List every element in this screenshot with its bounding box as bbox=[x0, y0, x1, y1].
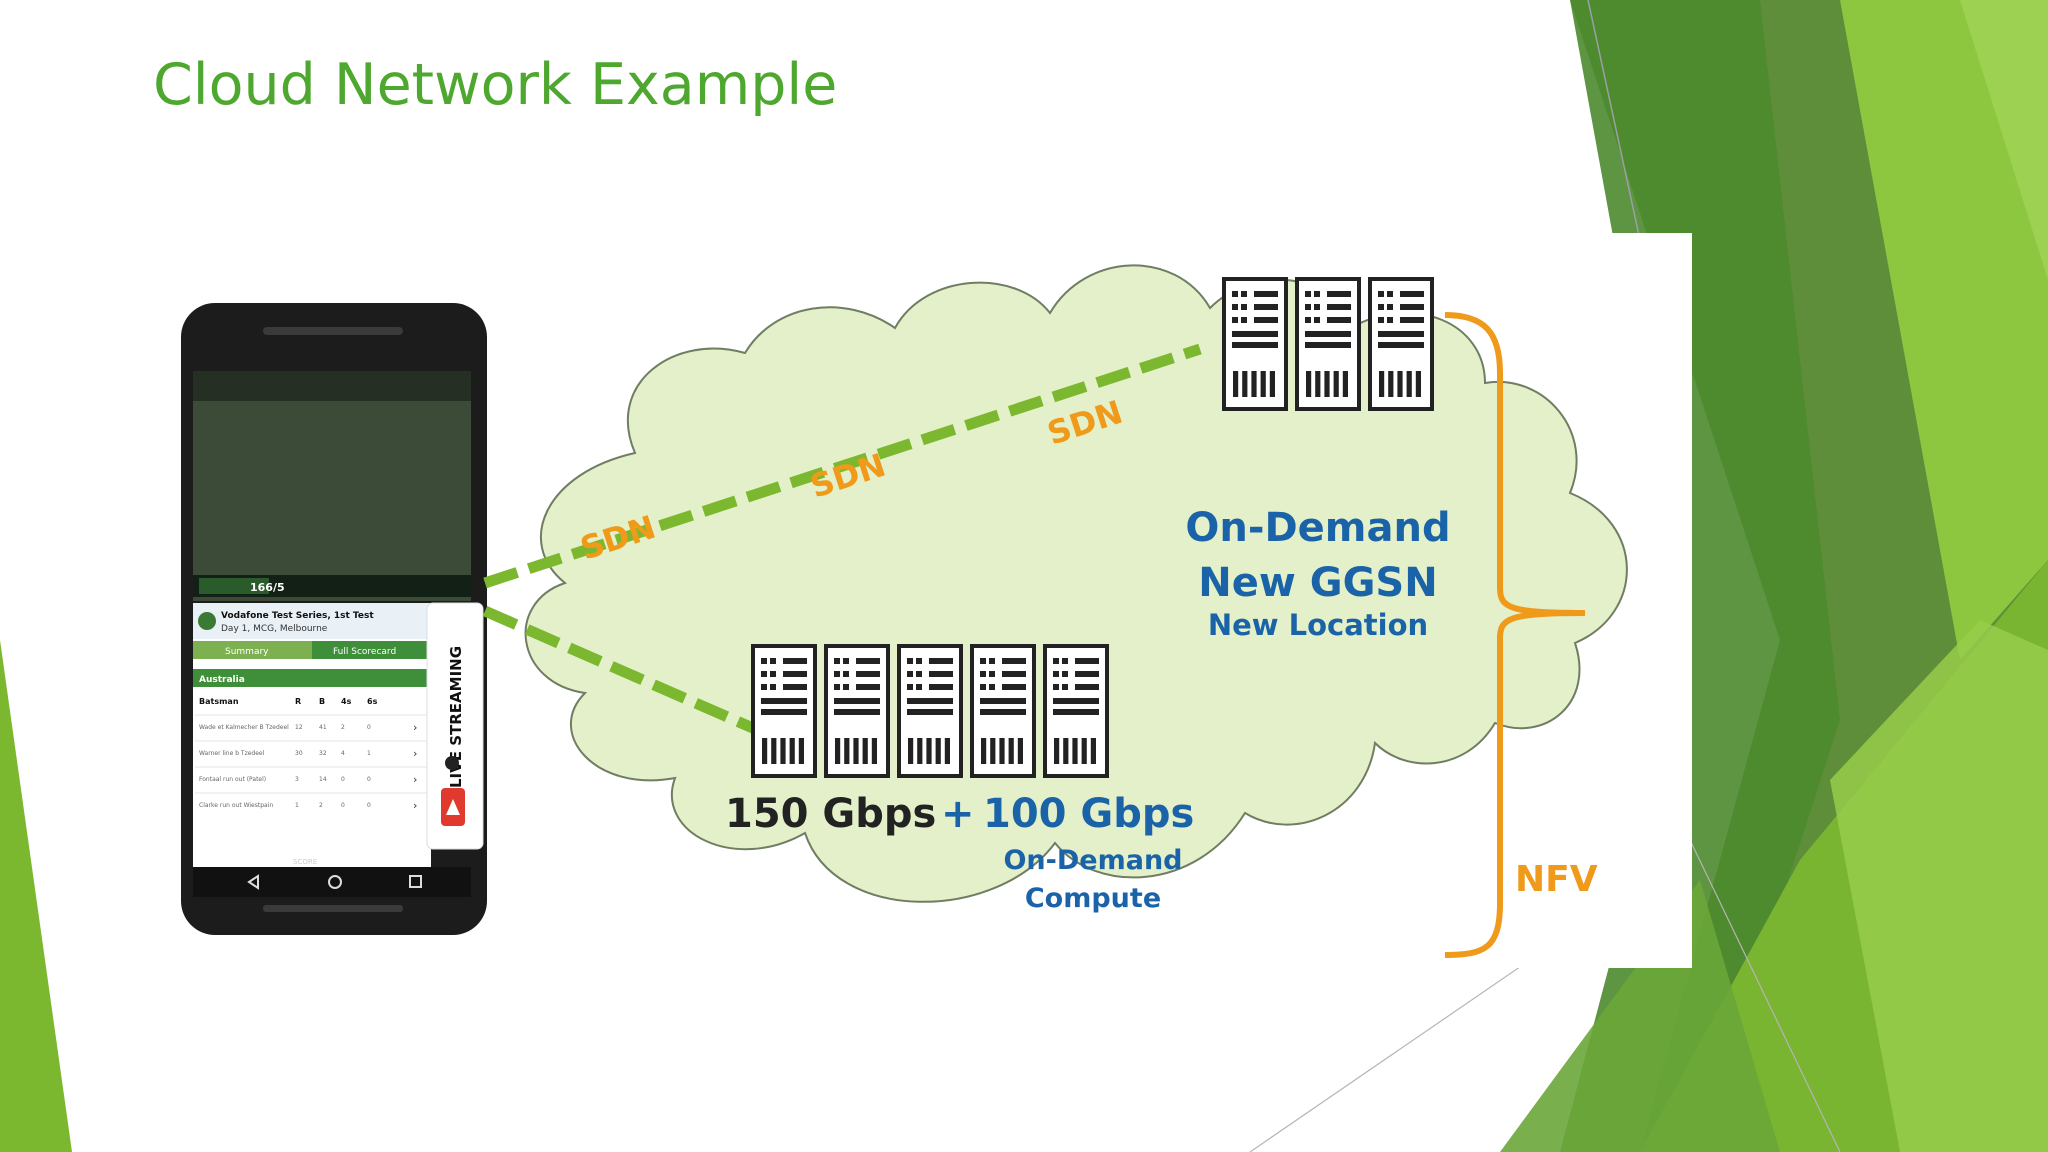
score-badge: 166/5 bbox=[250, 581, 285, 594]
batsman-name: Clarke run out Wiestpain bbox=[199, 802, 273, 809]
scorecard-column-header: 6s bbox=[367, 697, 378, 706]
scorecard-row[interactable]: Wade et Kalmecher B Tzedeel 12 41 2 0 › bbox=[195, 714, 429, 734]
batsman-name: Fontaal run out (Patel) bbox=[199, 776, 266, 783]
chevron-right-icon[interactable]: › bbox=[413, 773, 417, 786]
ggsn-server-group bbox=[1222, 277, 1434, 411]
batsman-stat: 14 bbox=[319, 776, 327, 783]
match-title: Vodafone Test Series, 1st Test bbox=[221, 611, 374, 621]
ggsn-server-rack bbox=[1222, 277, 1288, 411]
ggsn-line-3: New Location bbox=[1208, 608, 1428, 642]
batsman-stat: 0 bbox=[341, 802, 345, 809]
team-logo-icon bbox=[198, 612, 216, 630]
batsman-stat: 3 bbox=[295, 776, 299, 783]
tab-summary[interactable] bbox=[193, 641, 312, 659]
compute-plus: + bbox=[941, 791, 975, 837]
scorecard-row[interactable]: Fontaal run out (Patel) 3 14 0 0 › bbox=[195, 766, 429, 786]
batsman-stat: 1 bbox=[295, 802, 299, 809]
batsman-stat: 4 bbox=[341, 750, 345, 757]
batsman-stat: 30 bbox=[295, 750, 303, 757]
compute-base-bandwidth: 150 Gbps bbox=[725, 791, 936, 837]
batsman-name: Wade et Kalmecher B Tzedeel bbox=[199, 724, 289, 731]
ggsn-server-rack bbox=[1368, 277, 1434, 411]
scorecard-row[interactable]: Clarke run out Wiestpain 1 2 0 0 › bbox=[195, 792, 429, 812]
nfv-label: NFV bbox=[1515, 859, 1598, 900]
tab-full-scorecard[interactable] bbox=[312, 641, 431, 659]
ggsn-server-rack bbox=[1295, 277, 1361, 411]
compute-extra-bandwidth: 100 Gbps bbox=[983, 791, 1194, 837]
batsman-stat: 2 bbox=[319, 802, 323, 809]
chevron-right-icon[interactable]: › bbox=[413, 721, 417, 734]
diagram-panel: 166/5 Vodafone Test Series, 1st Test Day… bbox=[115, 233, 1692, 968]
batsman-stat: 2 bbox=[341, 724, 345, 731]
home-icon[interactable] bbox=[328, 875, 342, 889]
slide-title: Cloud Network Example bbox=[153, 52, 838, 118]
compute-caption-2: Compute bbox=[1025, 883, 1161, 914]
scorecard-column-header: 4s bbox=[341, 697, 352, 706]
scorecard-column-header: B bbox=[319, 697, 325, 706]
score-tab-label: SCORE bbox=[293, 858, 317, 866]
nfv-bracket bbox=[1444, 312, 1586, 958]
smartphone: 166/5 Vodafone Test Series, 1st Test Day… bbox=[181, 303, 487, 935]
compute-server-rack bbox=[1043, 644, 1109, 778]
match-subtitle: Day 1, MCG, Melbourne bbox=[221, 624, 328, 634]
batsman-stat: 12 bbox=[295, 724, 303, 731]
compute-server-rack bbox=[897, 644, 963, 778]
team-name: Australia bbox=[199, 675, 245, 685]
scorecard-column-header: Batsman bbox=[199, 697, 239, 706]
batsman-stat: 0 bbox=[367, 724, 371, 731]
batsman-stat: 41 bbox=[319, 724, 327, 731]
sdn-link-lower bbox=[482, 605, 758, 735]
compute-caption-1: On-Demand bbox=[1003, 845, 1182, 876]
scorecard-row[interactable]: Warner line b Tzedeel 30 32 4 1 › bbox=[195, 740, 429, 760]
chevron-right-icon[interactable]: › bbox=[413, 799, 417, 812]
chevron-right-icon[interactable]: › bbox=[413, 747, 417, 760]
batsman-name: Warner line b Tzedeel bbox=[199, 750, 265, 757]
scorecard-column-header: R bbox=[295, 697, 301, 706]
compute-server-rack bbox=[751, 644, 817, 778]
back-icon[interactable] bbox=[247, 874, 259, 890]
compute-server-group bbox=[751, 644, 1109, 778]
recents-icon[interactable] bbox=[409, 875, 422, 888]
live-streaming-tab[interactable] bbox=[426, 602, 484, 850]
batsman-stat: 0 bbox=[367, 776, 371, 783]
sdn-link-upper bbox=[483, 343, 1202, 589]
batsman-stat: 32 bbox=[319, 750, 327, 757]
compute-server-rack bbox=[824, 644, 890, 778]
tab-scorecard-label: Full Scorecard bbox=[333, 647, 396, 657]
record-icon bbox=[445, 756, 459, 770]
batsman-stat: 1 bbox=[367, 750, 371, 757]
batsman-stat: 0 bbox=[341, 776, 345, 783]
live-streaming-label: LIVE STREAMING bbox=[447, 646, 465, 788]
cloud-network-diagram: 166/5 Vodafone Test Series, 1st Test Day… bbox=[181, 264, 1628, 958]
compute-server-rack bbox=[970, 644, 1036, 778]
scorecard-header: Batsman R B 4s 6s bbox=[199, 697, 378, 706]
ggsn-line-2: New GGSN bbox=[1198, 560, 1437, 606]
ggsn-line-1: On-Demand bbox=[1185, 505, 1450, 551]
tab-summary-label: Summary bbox=[225, 647, 269, 657]
batsman-stat: 0 bbox=[367, 802, 371, 809]
